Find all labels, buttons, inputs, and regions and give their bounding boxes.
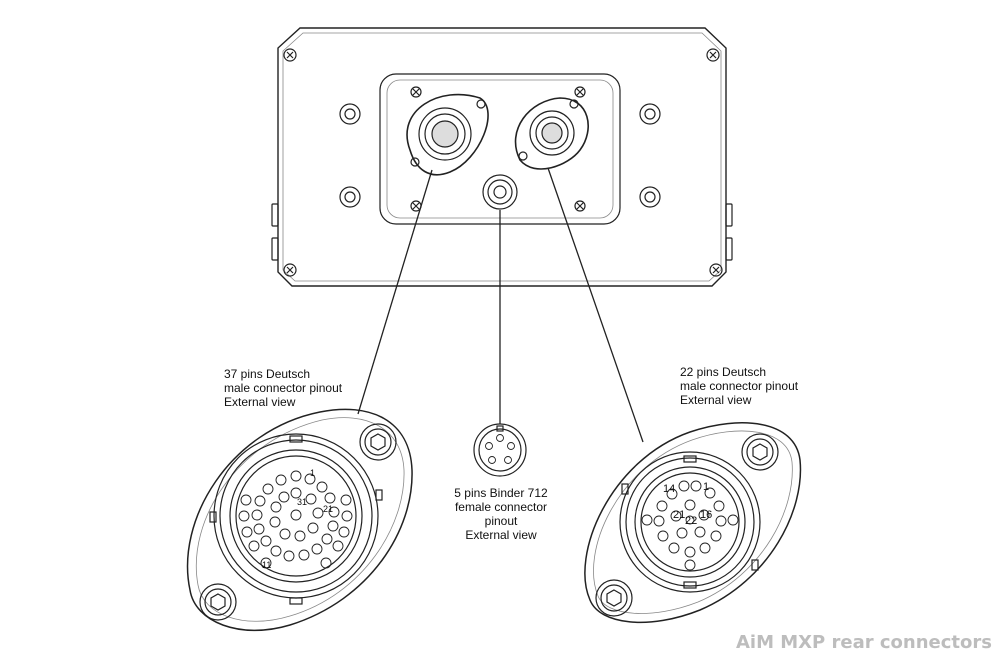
device-5pin-connector — [482, 174, 518, 210]
pin-label: 14 — [663, 483, 675, 495]
pin-label: 11 — [262, 560, 271, 570]
label-line: 37 pins Deutsch — [224, 367, 311, 381]
pin-label: 21 — [323, 504, 333, 514]
label-22pin: 22 pins Deutsch male connector pinout Ex… — [680, 365, 798, 407]
footer-caption: AiM MXP rear connectors — [735, 632, 992, 653]
label-line: 5 pins Binder 712 — [454, 486, 548, 500]
label-line: External view — [224, 395, 296, 409]
corner-screw-icon — [706, 48, 720, 62]
panel-screw-icon — [574, 86, 586, 98]
leader-line-left — [357, 169, 433, 415]
panel-screw-icon — [574, 200, 586, 212]
corner-screw-icon — [283, 263, 297, 277]
connector-37pin — [186, 408, 413, 632]
label-line: External view — [465, 528, 537, 542]
hex-bolt-icon — [595, 579, 633, 617]
connector-5pin — [473, 423, 527, 477]
panel-screw-icon — [410, 86, 422, 98]
device-body — [271, 27, 733, 287]
mounting-boss-icon — [339, 186, 361, 208]
pin-label: 22 — [685, 515, 697, 527]
pin-label: 1 — [310, 468, 315, 478]
label-line: 22 pins Deutsch — [680, 365, 767, 379]
label-line: male connector pinout — [680, 379, 799, 393]
label-line: male connector pinout — [224, 381, 343, 395]
pin-label: 21 — [673, 509, 685, 521]
label-5pin: 5 pins Binder 712 female connector pinou… — [440, 486, 562, 542]
hex-bolt-icon — [741, 433, 779, 471]
device-37pin-connector — [406, 93, 489, 176]
device-22pin-connector — [514, 97, 589, 170]
pin-label: 1 — [703, 481, 709, 493]
mounting-boss-icon — [639, 186, 661, 208]
hex-bolt-icon — [199, 583, 237, 621]
pin-label: 31 — [297, 497, 307, 507]
leader-line-right — [547, 167, 644, 443]
mounting-boss-icon — [639, 103, 661, 125]
corner-screw-icon — [709, 263, 723, 277]
label-line: pinout — [484, 514, 518, 528]
label-line: female connector — [454, 500, 548, 514]
label-37pin: 37 pins Deutsch male connector pinout Ex… — [224, 367, 342, 409]
label-line: External view — [680, 393, 752, 407]
corner-screw-icon — [283, 48, 297, 62]
mounting-boss-icon — [339, 103, 361, 125]
pin-label: 16 — [700, 509, 712, 521]
connector-22pin — [584, 422, 802, 624]
hex-bolt-icon — [359, 423, 397, 461]
